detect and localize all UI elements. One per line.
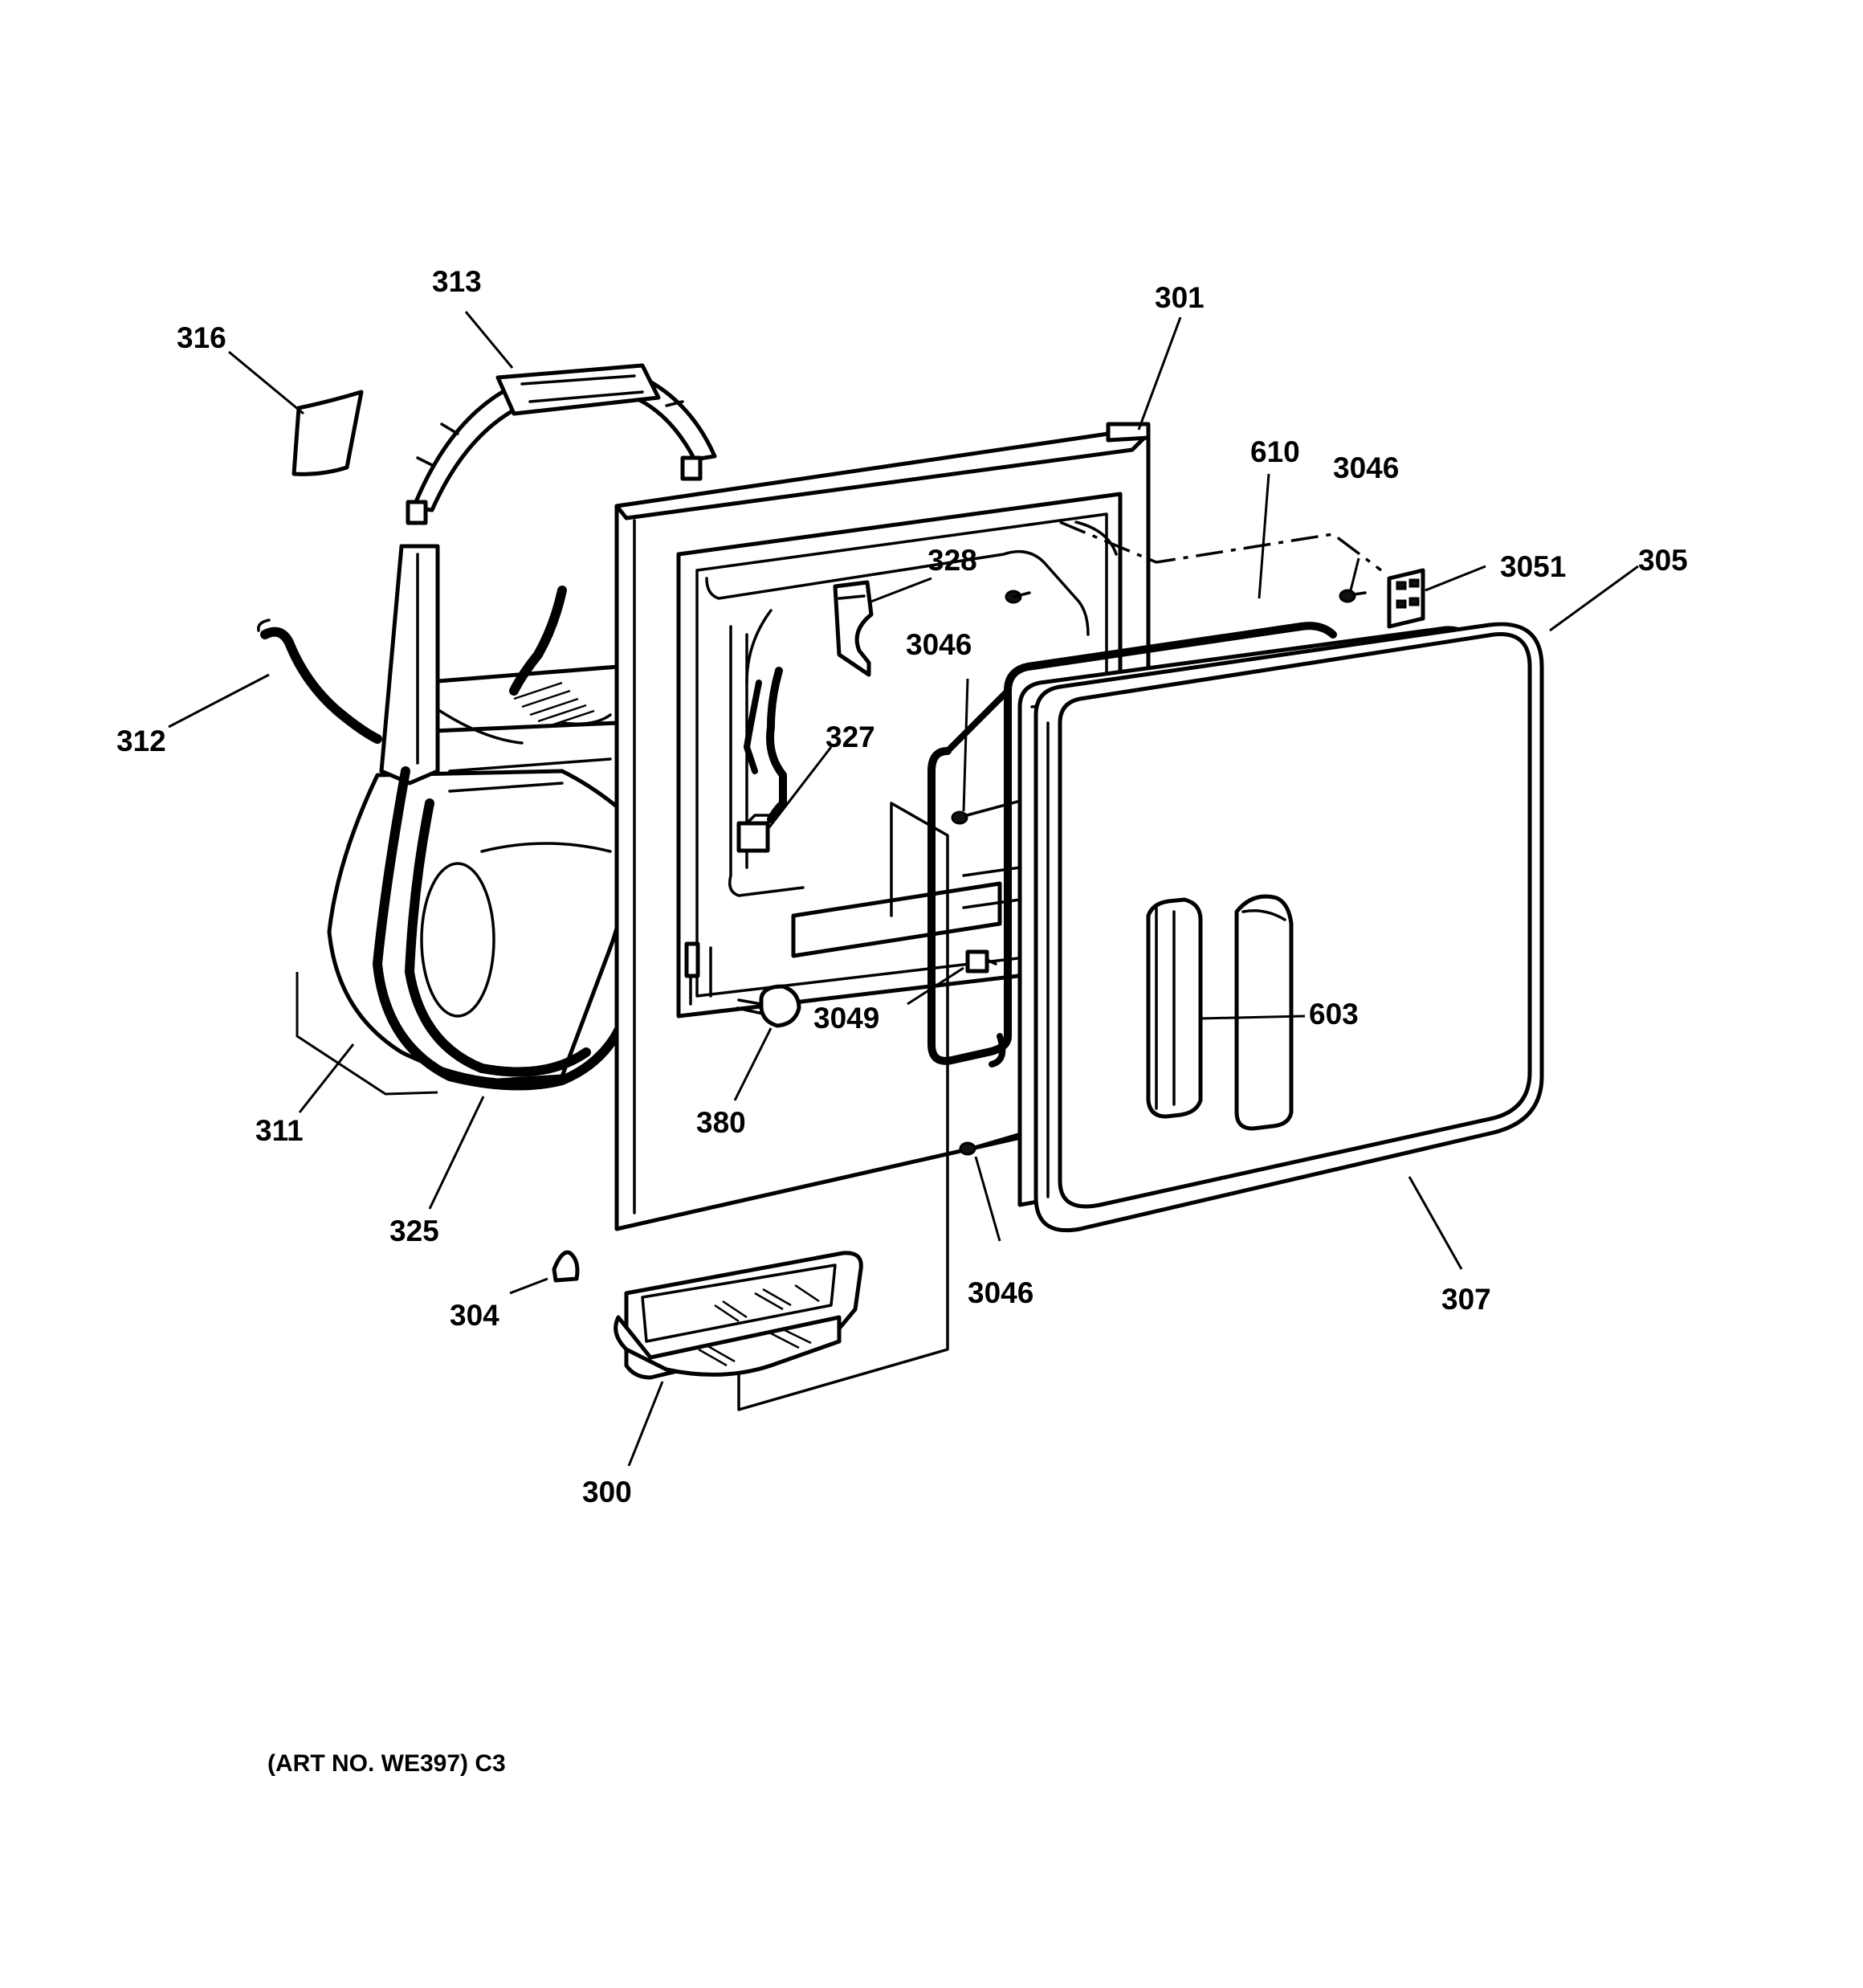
part-311-drum-front xyxy=(327,544,629,1083)
part-3046-screw-top xyxy=(1339,589,1367,603)
part-3049-striker xyxy=(965,949,997,974)
door-guide-line xyxy=(737,802,949,1411)
callout-327: 327 xyxy=(826,720,875,753)
part-327-switch xyxy=(736,667,787,853)
callout-313: 313 xyxy=(432,265,482,298)
callout-610: 610 xyxy=(1250,435,1300,468)
part-328-catch xyxy=(833,580,874,677)
callout-3046-low: 3046 xyxy=(968,1276,1033,1309)
callout-328: 328 xyxy=(927,544,977,577)
callout-3049: 3049 xyxy=(813,1002,879,1035)
alignment-dash-line xyxy=(1059,520,1383,572)
part-3051-hinge xyxy=(1387,568,1425,629)
part-313-bracket xyxy=(406,363,717,525)
callout-301: 301 xyxy=(1155,281,1205,314)
art-number-caption: (ART NO. WE397) C3 xyxy=(267,1750,506,1777)
callout-325: 325 xyxy=(389,1214,439,1247)
callout-316: 316 xyxy=(177,321,226,354)
part-300-filter-housing xyxy=(614,1251,863,1380)
callout-3046-mid: 3046 xyxy=(906,628,972,661)
part-screw-top xyxy=(1005,590,1031,604)
callout-3051: 3051 xyxy=(1500,550,1566,583)
part-603-handle xyxy=(1146,894,1294,1131)
callout-300: 300 xyxy=(582,1476,632,1508)
callout-311: 311 xyxy=(255,1114,304,1147)
callout-3046-top: 3046 xyxy=(1333,451,1399,484)
part-316-strip xyxy=(291,390,364,476)
part-304-foot xyxy=(552,1250,580,1283)
callout-380: 380 xyxy=(696,1106,746,1139)
part-380-bumper xyxy=(736,984,801,1028)
part-610-gasket xyxy=(927,622,1337,1067)
leader-lines xyxy=(168,311,1639,1467)
part-312-felt-seal xyxy=(257,618,382,744)
callout-603: 603 xyxy=(1309,998,1359,1031)
callout-305: 305 xyxy=(1638,544,1688,577)
callout-304: 304 xyxy=(450,1299,499,1332)
callout-307: 307 xyxy=(1441,1283,1491,1316)
part-325-seal xyxy=(373,586,631,1091)
callout-312: 312 xyxy=(116,725,166,757)
